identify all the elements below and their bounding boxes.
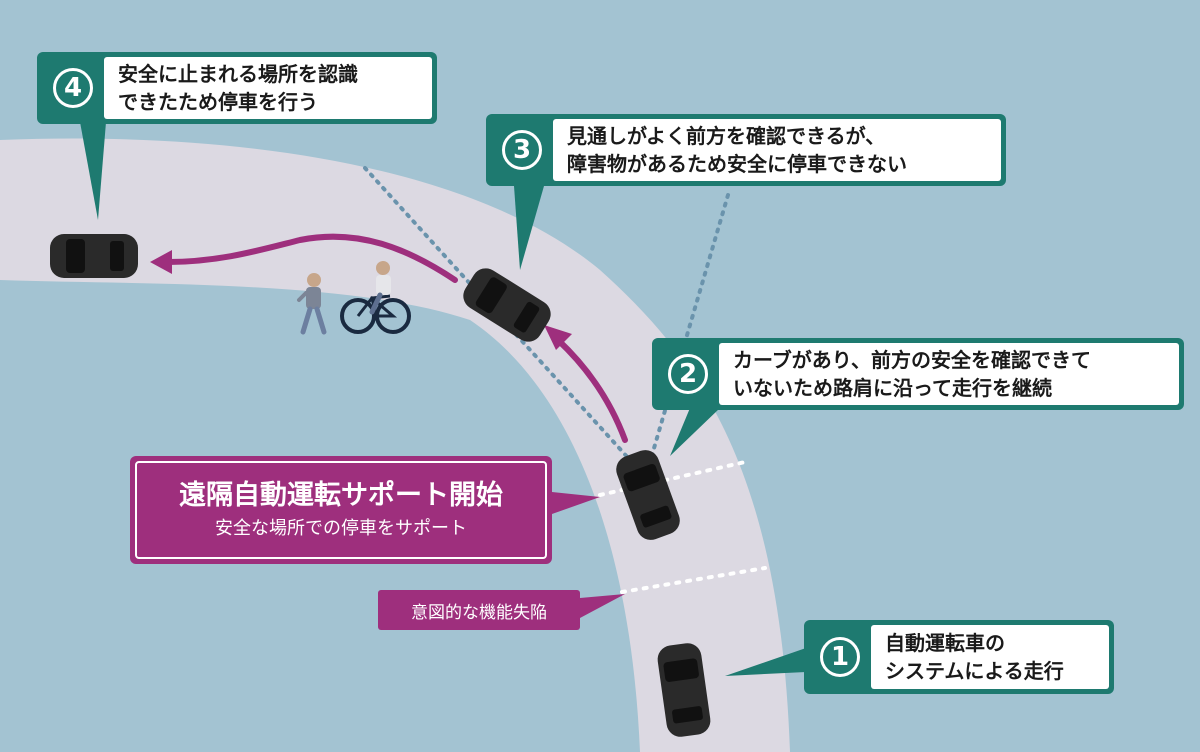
step-text-line: 見通しがよく前方を確認できるが、 [567,124,886,148]
step-text-line: いないため路肩に沿って走行を継続 [733,376,1052,400]
car-icon [463,268,551,342]
road [0,138,790,752]
path-arrow [165,233,628,443]
step-number-badge: 1 [820,637,860,677]
car-icon [50,234,138,278]
step-3-callout: 3 見通しがよく前方を確認できるが、 障害物があるため安全に停車できない [486,114,1006,186]
cyclist-icon [340,261,411,334]
callout-pointers [80,122,806,676]
remote-support-box: 遠隔自動運転サポート開始 安全な場所での停車をサポート [130,456,552,564]
step-text-line: できたため停車を行う [118,90,318,114]
step-text-line: 安全に止まれる場所を認識 [118,62,358,86]
failure-label: 意図的な機能失陥 [378,590,580,630]
remote-support-subtitle: 安全な場所での停車をサポート [215,518,467,539]
step-number-badge: 2 [668,354,708,394]
car-icon [616,450,680,540]
step-2-callout: 2 カーブがあり、前方の安全を確認できて いないため路肩に沿って走行を継続 [652,338,1184,410]
arrow-heads [150,250,572,350]
step-text-line: 自動運転車の [885,631,1005,655]
car-icon [657,643,711,737]
step-text-line: 障害物があるため安全に停車できない [567,152,907,176]
remote-support-title: 遠隔自動運転サポート開始 [179,480,503,511]
step-number-badge: 3 [502,130,542,170]
pedestrian-icon [297,273,327,335]
step-number-badge: 4 [53,68,93,108]
magenta-pointers [552,492,625,618]
step-text-line: カーブがあり、前方の安全を確認できて [733,348,1091,372]
step-text-line: システムによる走行 [885,659,1064,683]
step-4-callout: 4 安全に止まれる場所を認識 できたため停車を行う [37,52,437,124]
step-1-callout: 1 自動運転車の システムによる走行 [804,620,1114,694]
